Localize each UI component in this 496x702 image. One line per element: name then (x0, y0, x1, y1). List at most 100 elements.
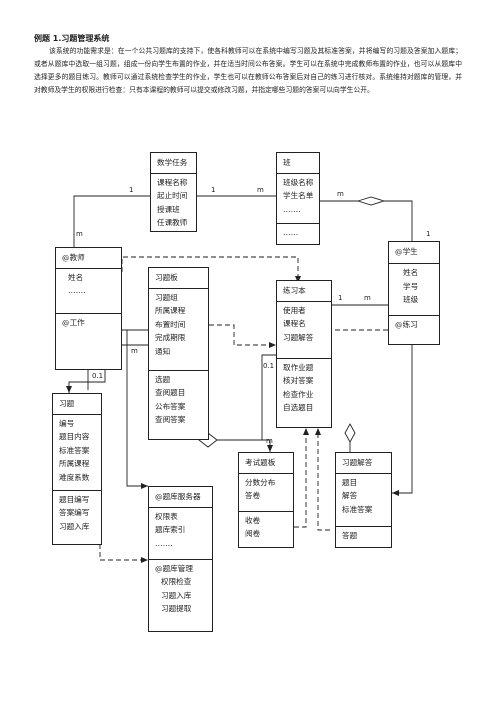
op: 自选题目 (283, 403, 314, 412)
class-box-answer: 习题解答 题目 解答 标准答案 答题 (335, 452, 392, 548)
attr: 习题解答 (283, 332, 314, 342)
class-title: 班 (277, 153, 319, 174)
class-box-math-task: 数学任务 课程名称 起止时间 授课班 任课教师 (150, 152, 197, 232)
attr: 姓名 (403, 268, 419, 277)
attr: 解答 (342, 491, 358, 500)
multiplicity-label: m (364, 294, 371, 302)
attr: 通知 (155, 346, 171, 356)
op: 题目编写 (59, 494, 90, 504)
attr: 题目 (342, 477, 358, 487)
class-box-bank-server: @题库服务器 权限表 题库索引 ……. @题库管理 权限检查 习题入库 习题提取 (148, 486, 213, 632)
aggregation-diamond-answer (344, 423, 356, 443)
attr: 标准答案 (59, 445, 90, 455)
attr: 题库索引 (155, 525, 186, 534)
attr: ……. (283, 204, 301, 214)
attr: ……. (155, 538, 173, 548)
multiplicity-label: m (266, 437, 273, 445)
multiplicity-label: 1 (426, 230, 431, 238)
attr: 权限表 (155, 511, 178, 521)
link-workbook-exercise (261, 354, 276, 440)
attr: 课程名称 (157, 177, 188, 187)
multiplicity-label: 1 (211, 186, 216, 194)
attr: 分数分布 (245, 477, 276, 487)
arrow-head-6 (303, 428, 309, 435)
op: 核对答案 (283, 376, 314, 385)
class-title: @题库服务器 (149, 487, 212, 508)
class-title: @学生 (389, 242, 439, 264)
class-title: 习题板 (149, 268, 208, 289)
attr: ……. (68, 286, 86, 295)
dash-exercise-server (99, 480, 148, 561)
class-title: 考试题板 (239, 453, 293, 474)
attr: 起止时间 (157, 191, 188, 200)
attr: 习题组 (155, 292, 178, 302)
op: 习题提取 (161, 604, 192, 613)
multiplicity-label: m (76, 230, 83, 238)
arrow-head-1 (295, 276, 301, 283)
multiplicity-label: m (337, 190, 344, 198)
class-title: 练习本 (277, 281, 331, 302)
arrow-head-8 (66, 386, 72, 393)
class-title: 习题解答 (336, 453, 391, 474)
op: @题库管理 (155, 563, 193, 573)
class-box-exercise: 习题 编号 题目内容 标准答案 所属课程 难度系数 题目编写 答案编写 习题入库 (52, 393, 102, 545)
multiplicity-label: 0.1 (92, 372, 104, 380)
attr: 学生名单 (283, 191, 314, 200)
op: 查阅答案 (155, 415, 186, 424)
op: 习题入库 (161, 590, 192, 600)
attr: 完成期限 (155, 333, 186, 342)
multiplicity-label: m (257, 186, 264, 194)
op: 收卷 (245, 515, 261, 525)
attr: 答卷 (245, 491, 261, 500)
op: 选题 (155, 374, 171, 384)
op: 公布答案 (155, 401, 186, 411)
op: @练习 (395, 320, 418, 329)
class-box-exercise-board: 习题板 习题组 所属课程 布置时间 完成期限 通知 选题 查阅题目 公布答案 查… (148, 267, 209, 440)
op: 阅卷 (245, 529, 261, 538)
class-title: 数学任务 (151, 153, 196, 174)
class-box-class: 班 班级名称 学生名单 ……. …… (276, 152, 320, 245)
class-title: 习题 (53, 394, 101, 415)
class-box-teacher: @教师 姓名 ……. @工作 (55, 247, 122, 370)
op: 答案编写 (59, 508, 90, 517)
arrow-head-2 (269, 342, 276, 348)
class-box-student: @学生 姓名 学号 班级 @练习 (388, 241, 440, 345)
op: @工作 (62, 317, 85, 327)
op: 取作业题 (283, 362, 314, 372)
attr: 学号 (403, 281, 419, 291)
attr: 授课班 (157, 204, 180, 214)
attr: 布置时间 (155, 319, 186, 329)
dash-answer-workbook (317, 430, 330, 531)
attr: 使用者 (283, 305, 306, 315)
attr: 姓名 (68, 272, 84, 282)
multiplicity-label: m (131, 347, 138, 355)
op: …… (283, 227, 299, 237)
attr: 编号 (59, 418, 75, 428)
page-heading: 例题 1.习题管理系统 (34, 34, 110, 43)
attr: 班级名称 (283, 177, 314, 187)
requirements-paragraph: 该系统的功能需求是：在一个公共习题库的支持下，使各科教师可以在系统中编写习题及其… (34, 47, 462, 94)
attr: 任课教师 (157, 218, 188, 227)
attr: 课程名 (283, 319, 306, 328)
dash-board-workbook (209, 324, 276, 346)
dash-teacher-workbook (121, 256, 299, 280)
attr: 所属课程 (155, 306, 186, 315)
multiplicity-label: 1 (338, 294, 343, 302)
arrow-head-3 (141, 557, 148, 563)
op: 检查作业 (283, 389, 314, 399)
arrow-head-5 (392, 490, 399, 496)
arrow-head-4 (141, 483, 148, 489)
dash-exam-workbook (294, 430, 307, 528)
link-board-exam (209, 439, 271, 452)
op: 答题 (342, 530, 358, 540)
class-box-workbook: 练习本 使用者 课程名 习题解答 取作业题 核对答案 检查作业 自选题目 (276, 280, 332, 428)
attr: 标准答案 (342, 504, 373, 514)
multiplicity-label: 0.1 (263, 362, 275, 370)
arrow-head-7 (315, 428, 321, 435)
op: 查阅题目 (155, 388, 186, 397)
link-task-teacher (73, 195, 150, 247)
multiplicity-label: 1 (129, 186, 134, 194)
arrow-head-9 (267, 445, 273, 452)
attr: 难度系数 (59, 472, 90, 482)
link-student-answer (392, 345, 413, 494)
